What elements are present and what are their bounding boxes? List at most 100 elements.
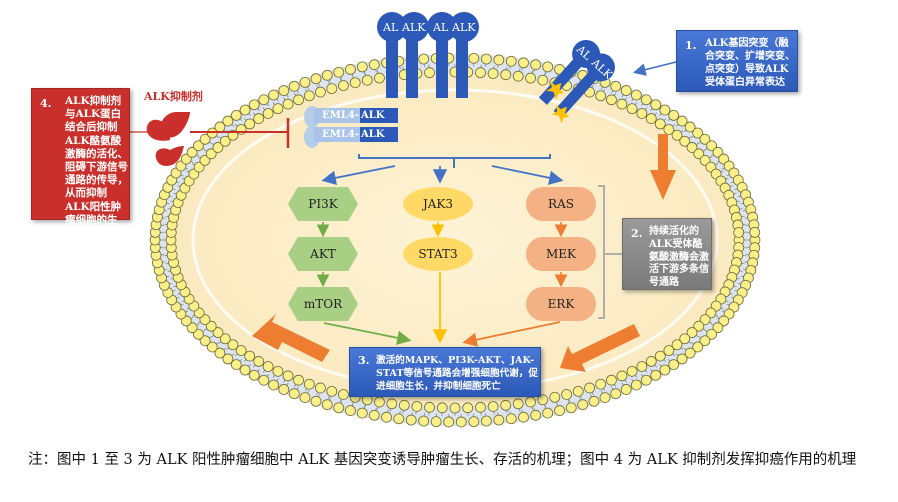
lipid-head: [333, 66, 345, 78]
lipid-head: [337, 389, 349, 400]
lipid-head: [518, 411, 529, 423]
lipid-head: [606, 374, 617, 386]
lipid-head: [525, 396, 536, 408]
fusion-part-eml4: EML4-: [314, 108, 360, 123]
lipid-head: [310, 73, 322, 85]
receptor-head: [427, 12, 457, 42]
lipid-head: [610, 80, 622, 92]
lipid-head: [733, 227, 745, 238]
lipid-head: [671, 339, 683, 351]
lipid-head: [212, 142, 224, 153]
lipid-head: [248, 99, 260, 111]
lipid-head: [205, 320, 217, 332]
mutation-star-icon: [546, 81, 565, 100]
lipid-head: [699, 133, 711, 145]
lipid-head: [505, 413, 517, 425]
box-number: 4.: [40, 97, 52, 110]
lipid-head: [253, 356, 265, 367]
lipid-head: [487, 401, 499, 412]
lipid-head: [299, 392, 311, 404]
receptor-label: AL: [382, 21, 399, 34]
lipid-head: [676, 353, 688, 365]
lipid-head: [199, 154, 211, 166]
fusion-part-alk: ALK: [360, 108, 398, 123]
lipid-head: [588, 395, 600, 407]
lipid-head: [272, 365, 284, 377]
receptor-head: [586, 53, 615, 82]
lipid-head: [668, 110, 680, 121]
lipid-head: [393, 413, 405, 425]
arrow-erk-to-box3: [462, 321, 561, 347]
node-mtor: mTOR: [288, 287, 358, 321]
lipid-head: [500, 399, 512, 411]
lipid-head: [443, 416, 455, 428]
fusion-protein-eml4-alk: EML4-ALK: [314, 108, 398, 123]
lipid-head: [418, 415, 430, 427]
lipid-head: [253, 113, 265, 124]
lipid-head: [493, 414, 505, 426]
membrane-outer-heads: [149, 52, 761, 428]
lipid-head: [537, 394, 549, 406]
lipid-head: [205, 148, 217, 160]
receptor-stalk: [538, 55, 585, 105]
node-erk: ERK: [526, 287, 596, 321]
lipid-head: [684, 121, 696, 133]
node-mek: MEK: [526, 237, 596, 271]
lipid-head: [650, 99, 662, 111]
arrow-to-ras: [491, 165, 564, 185]
lipid-head: [537, 74, 549, 86]
lipid-head: [549, 391, 561, 403]
lipid-head: [616, 370, 628, 382]
box-text: 持续活化的ALK受体酪氨酸激酶会激活下游多条信号通路: [649, 226, 709, 289]
lipid-head: [636, 361, 648, 372]
lipid-head: [244, 118, 256, 130]
inhibitor-molecule-icon: [146, 112, 190, 166]
lipid-head: [468, 416, 480, 428]
fusion-protein-eml4-alk: EML4-ALK: [314, 127, 398, 142]
lipid-head: [258, 94, 270, 106]
receptor-label: ALK: [451, 21, 476, 34]
lipid-head: [258, 374, 270, 386]
lipid-head: [577, 399, 589, 411]
lipid-head: [620, 85, 632, 96]
box-number: 2.: [631, 227, 643, 240]
lipid-head: [293, 374, 304, 386]
lipid-head: [374, 72, 385, 84]
lipid-head: [530, 59, 542, 71]
lipid-head: [214, 347, 226, 359]
lipid-head: [381, 411, 392, 423]
lipid-head: [288, 388, 300, 400]
lipid-head: [278, 85, 290, 96]
lipid-head: [356, 407, 368, 419]
arrow-mtor-to-box3: [323, 322, 412, 345]
lipid-head: [278, 384, 290, 395]
lipid-head: [368, 59, 380, 71]
receptor-pair-left: AL ALK: [377, 12, 429, 98]
lipid-head: [337, 80, 349, 91]
lipid-head: [368, 409, 380, 421]
arrow-to-pi3k: [321, 165, 396, 185]
node-stat3: STAT3: [403, 237, 473, 271]
receptor-head: [377, 12, 407, 42]
lipid-head: [561, 389, 573, 400]
lipid-head: [262, 361, 274, 372]
big-arrow-lower-right: [560, 324, 640, 372]
lipid-head: [640, 94, 652, 106]
lipid-head: [706, 140, 718, 152]
lipid-head: [310, 395, 322, 407]
lipid-head: [321, 69, 333, 81]
lipid-head: [693, 148, 705, 160]
lipid-head: [699, 314, 711, 326]
receptor-pair-right: AL ALK: [427, 12, 479, 98]
node-pi3k: PI3K: [288, 187, 358, 221]
fusion-part-alk: ALK: [360, 127, 398, 142]
lipid-head: [321, 399, 333, 411]
lipid-head: [345, 405, 356, 416]
inhibitor-label: ALK抑制剂: [144, 90, 203, 103]
lipid-head: [525, 72, 536, 84]
lipid-head: [654, 118, 666, 130]
lipid-head: [659, 364, 671, 376]
lipid-head: [227, 339, 239, 351]
lipid-head: [518, 57, 529, 69]
lipid-head: [299, 76, 311, 88]
